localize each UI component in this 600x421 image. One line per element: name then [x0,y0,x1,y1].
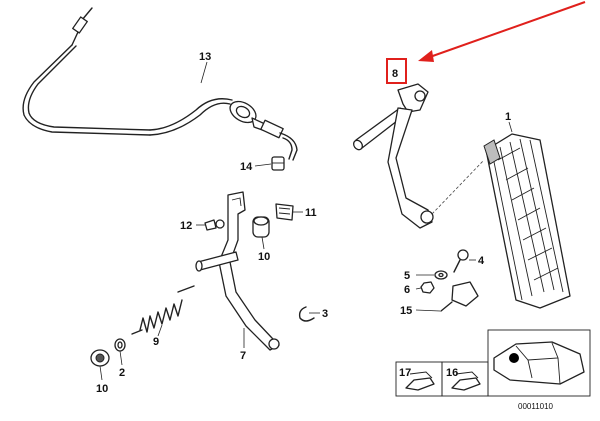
lever-7 [195,191,280,351]
callout-9: 9 [153,336,159,348]
leader-lines [99,61,513,381]
bushing-2 [114,338,126,352]
callout-6: 6 [404,284,410,296]
throttle-cable [22,7,298,161]
clip-3 [298,306,315,322]
callout-3: 3 [322,308,328,320]
bushing-10-lower [90,349,110,367]
bushing-10-upper [252,216,270,238]
bushing-14 [271,156,285,171]
callout-10-lower: 10 [96,383,108,395]
inset-car [487,329,591,397]
highlight-box [386,58,407,84]
callout-10-upper: 10 [258,251,270,263]
screw-12 [204,219,225,231]
callout-1: 1 [505,111,511,123]
sensor-15 [440,281,479,312]
callout-4: 4 [478,255,485,267]
location-marker [509,353,519,363]
callout-11: 11 [305,207,317,219]
callout-17: 17 [399,367,411,379]
callout-15: 15 [400,305,412,317]
pedal-1 [431,133,571,309]
callout-14: 14 [240,161,253,173]
callout-2: 2 [119,367,125,379]
spring-9 [131,285,195,335]
callout-16: 16 [446,367,458,379]
screw-4 [453,249,469,273]
callout-13: 13 [199,51,211,63]
washer-5 [434,270,448,280]
pedal-arm-8 [352,83,434,229]
callout-8: 8 [392,68,398,80]
callout-12: 12 [180,220,192,232]
nut-6 [420,281,435,294]
clip-11 [275,203,294,221]
highlight-arrow [418,1,586,62]
callout-7: 7 [240,350,246,362]
callout-5: 5 [404,270,410,282]
diagram-number: 00011010 [518,402,554,411]
